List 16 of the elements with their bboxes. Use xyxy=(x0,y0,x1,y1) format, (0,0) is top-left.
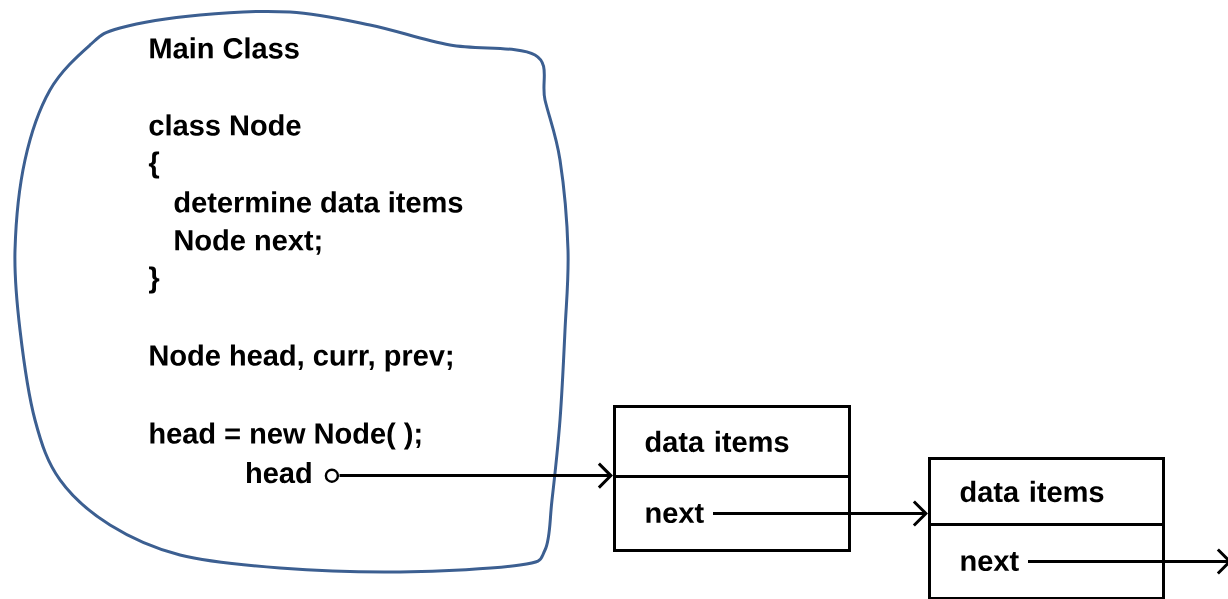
record-field: next xyxy=(613,475,851,552)
code-line: Node next; xyxy=(175,229,321,255)
code-line: } xyxy=(149,266,160,294)
pointer-label: head xyxy=(247,461,340,484)
code-line: Node head, curr, prev; xyxy=(150,344,452,372)
class-title: Main Class xyxy=(150,37,299,59)
arrow xyxy=(339,462,613,489)
code-line: class Node xyxy=(149,114,301,136)
code-line: determine data items xyxy=(174,191,463,213)
code-line: { xyxy=(148,151,160,179)
arrow xyxy=(1028,548,1228,575)
record-field: data items xyxy=(928,457,1165,526)
code-line: head = new Node( ); xyxy=(150,422,421,450)
record-field: data items xyxy=(613,405,851,478)
record-field: next xyxy=(928,523,1165,599)
arrow xyxy=(713,500,928,527)
